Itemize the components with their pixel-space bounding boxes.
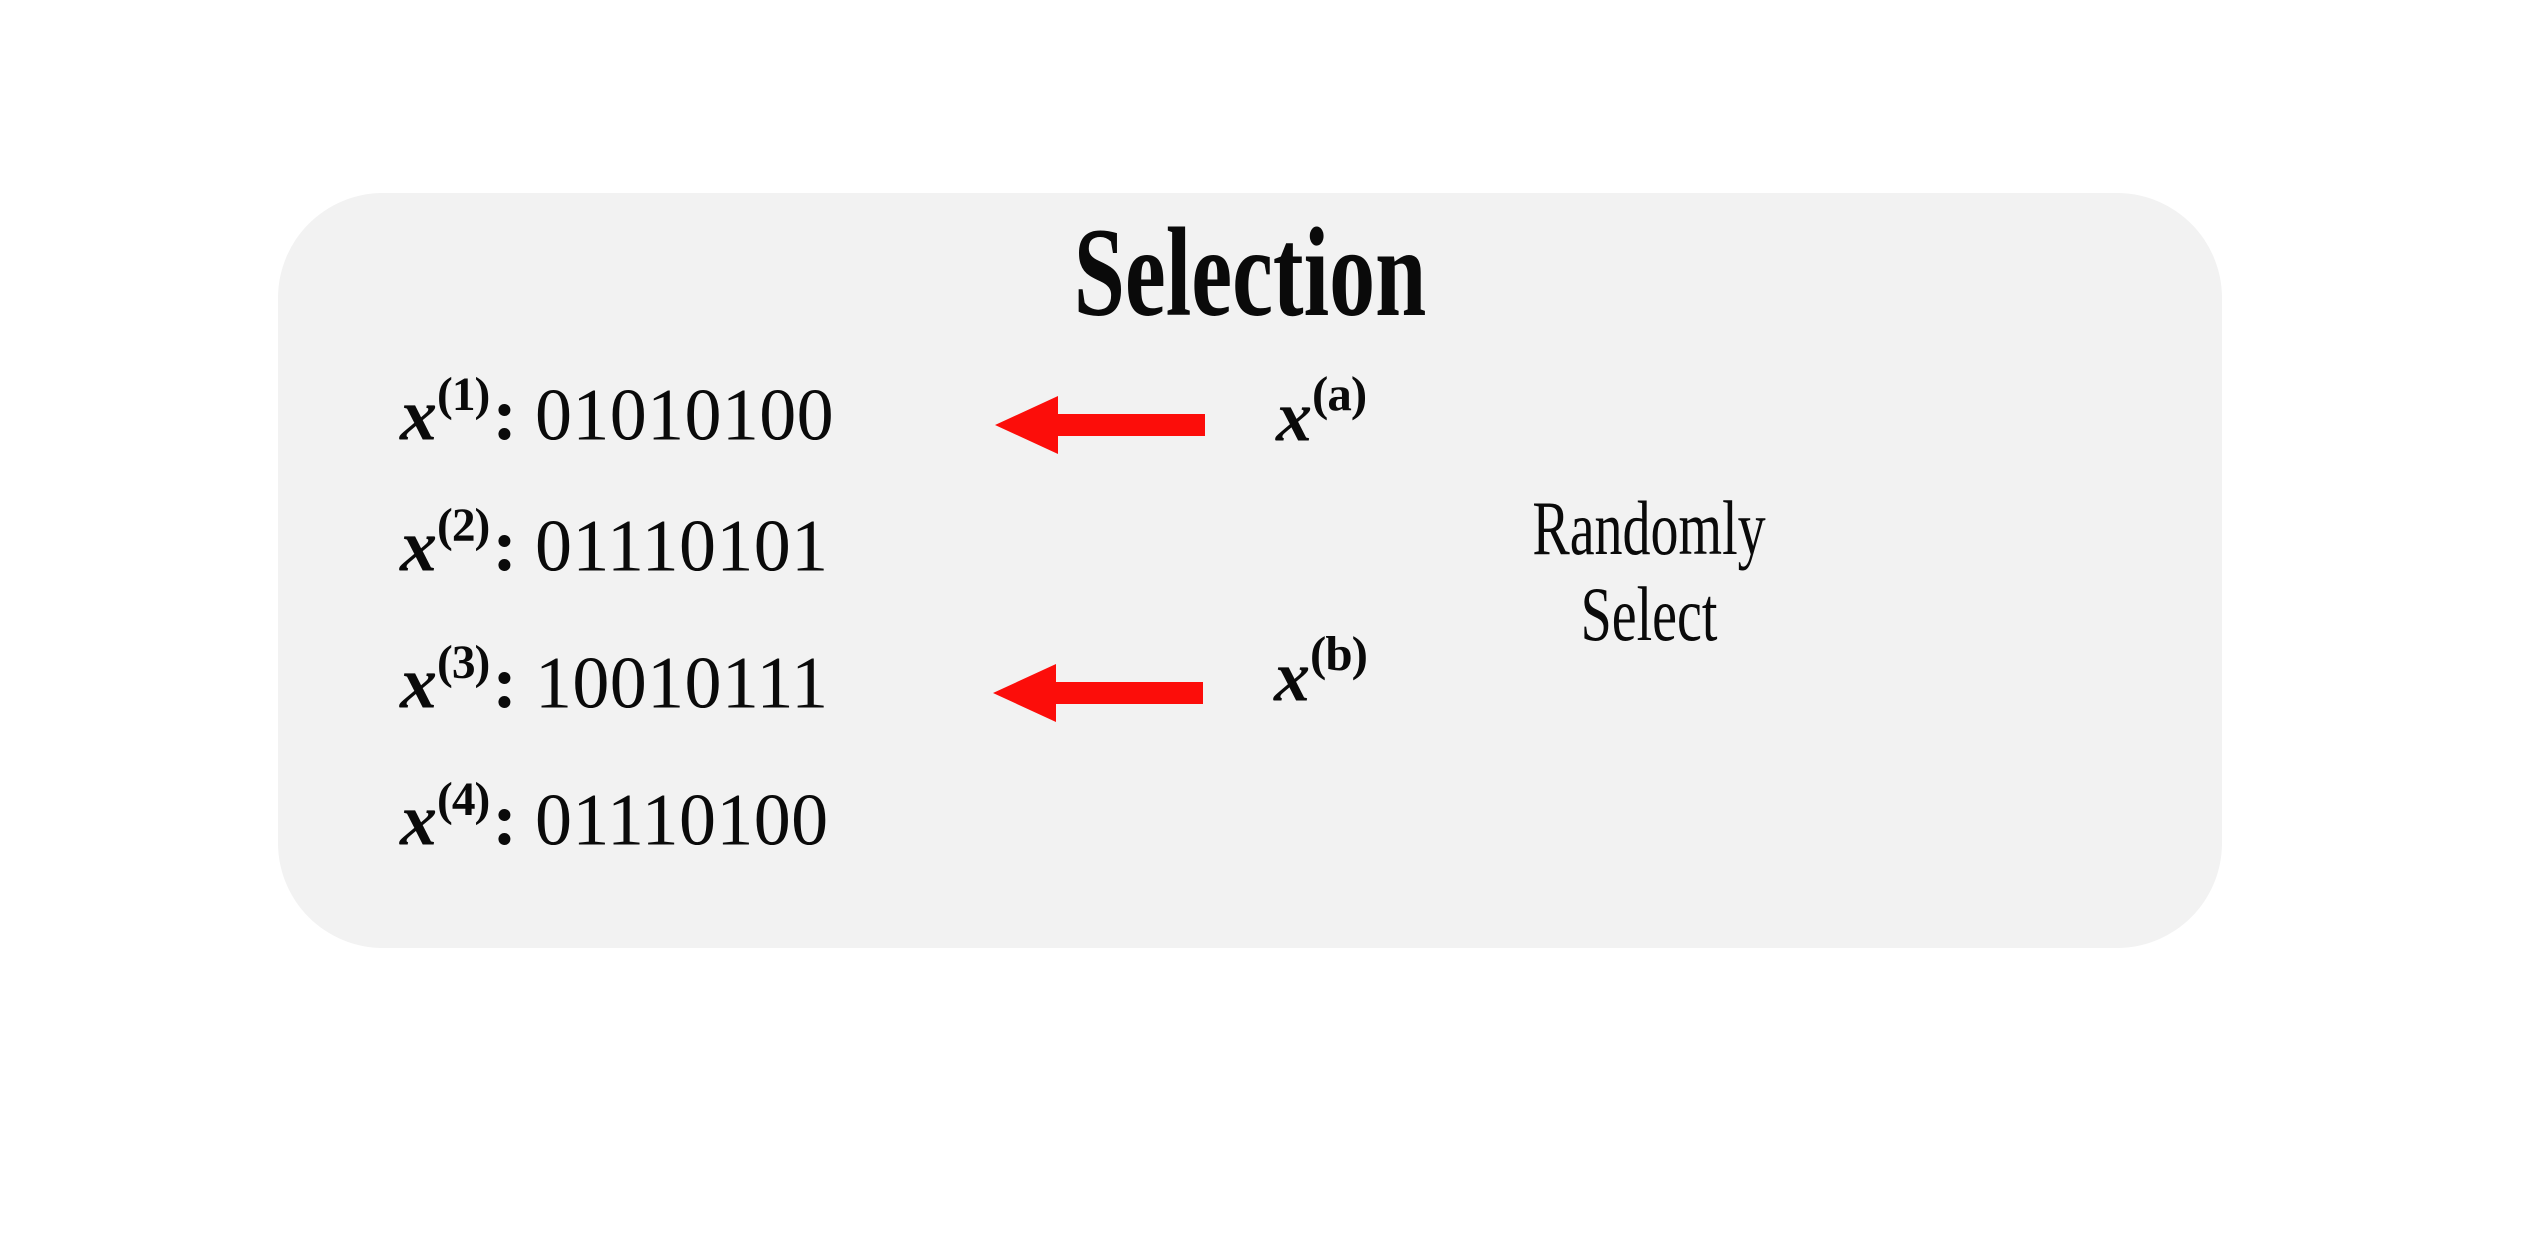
parent-b-superscript: (b) <box>1310 626 1368 681</box>
row-2-variable: x <box>400 505 437 588</box>
row-2-separator: : <box>492 505 518 588</box>
row-1-separator: : <box>492 374 518 457</box>
parent-label-a: x(a) <box>1276 366 1367 458</box>
selection-arrow-b <box>993 664 1203 724</box>
chromosome-row-4: x(4):01110100 <box>400 773 829 863</box>
chromosome-row-1: x(1):01010100 <box>400 368 834 458</box>
row-3-separator: : <box>492 642 518 725</box>
left-arrow-icon <box>993 664 1203 722</box>
row-1-superscript: (1) <box>437 369 490 421</box>
chromosome-row-3: x(3):10010111 <box>400 636 829 726</box>
row-1-bitstring: 01010100 <box>535 374 835 457</box>
row-3-bitstring: 10010111 <box>535 642 829 725</box>
randomly-select-line1: Randomly <box>1532 486 1766 573</box>
row-2-superscript: (2) <box>437 500 490 552</box>
row-3-variable: x <box>400 642 437 725</box>
panel-title: Selection <box>1073 201 1427 343</box>
row-4-variable: x <box>400 779 437 862</box>
parent-a-superscript: (a) <box>1312 366 1367 421</box>
row-3-superscript: (3) <box>437 637 490 689</box>
row-4-separator: : <box>492 779 518 862</box>
row-2-bitstring: 01110101 <box>535 505 829 588</box>
parent-b-variable: x <box>1274 636 1310 717</box>
selection-arrow-a <box>995 396 1205 456</box>
left-arrow-icon <box>995 396 1205 454</box>
chromosome-row-2: x(2):01110101 <box>400 499 829 589</box>
parent-label-b: x(b) <box>1274 626 1368 718</box>
row-4-bitstring: 01110100 <box>535 779 829 862</box>
row-4-superscript: (4) <box>437 774 490 826</box>
parent-a-variable: x <box>1276 376 1312 457</box>
selection-panel <box>278 193 2222 948</box>
randomly-select-note: Randomly Select <box>1532 486 1766 658</box>
row-1-variable: x <box>400 374 437 457</box>
randomly-select-line2: Select <box>1580 571 1718 658</box>
